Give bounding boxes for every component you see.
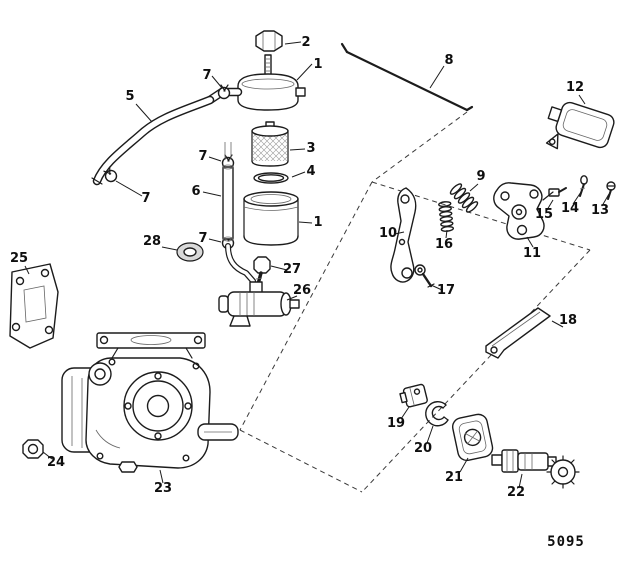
part-16-spring <box>438 201 455 232</box>
diagram-number: 5095 <box>547 534 585 550</box>
part-7-clamp-a <box>217 84 231 100</box>
callout-27: 27 <box>283 262 301 277</box>
callout-14: 14 <box>561 201 579 216</box>
part-26-solenoid <box>218 281 300 327</box>
part-22-fuel-connector <box>491 449 580 489</box>
callout-11: 11 <box>523 246 541 261</box>
callout-2: 2 <box>301 35 310 50</box>
part-28-grommet <box>176 242 204 262</box>
callout-26: 26 <box>293 283 311 298</box>
callout-9: 9 <box>476 169 485 184</box>
part-9-spring <box>449 183 479 213</box>
callout-21: 21 <box>445 470 463 485</box>
part-11-mounting-bracket <box>493 182 554 240</box>
callout-labels: 2 1 7 8 5 12 3 7 4 9 6 10 15 14 13 16 11… <box>10 35 609 500</box>
callout-7a: 7 <box>202 68 211 83</box>
callout-7d: 7 <box>141 191 150 206</box>
callout-13: 13 <box>591 203 609 218</box>
callout-25: 25 <box>10 251 28 266</box>
part-5-fuel-hose <box>91 95 215 186</box>
callout-12: 12 <box>566 80 584 95</box>
part-7-clamp-b <box>221 154 235 170</box>
part-13-screw <box>606 181 616 200</box>
leader-lines <box>24 41 610 489</box>
callout-17: 17 <box>437 283 455 298</box>
part-10-lever-bracket <box>390 187 417 283</box>
part-23-carburetor <box>61 332 239 473</box>
callout-8: 8 <box>444 53 453 68</box>
part-6-sight-tube <box>222 142 256 284</box>
callout-1a: 1 <box>313 57 322 72</box>
part-24-hex-nut <box>22 439 44 459</box>
part-1-fuel-bowl <box>243 191 299 246</box>
callout-5: 5 <box>125 89 134 104</box>
part-17-link <box>414 264 435 288</box>
callout-16: 16 <box>435 237 453 252</box>
part-19-retainer-block <box>399 383 428 408</box>
part-20-c-washer <box>425 401 449 427</box>
part-4-o-ring <box>253 172 289 184</box>
callout-23: 23 <box>154 481 172 496</box>
part-21-cover-plate <box>451 413 494 462</box>
part-3-filter-element <box>251 121 289 167</box>
part-14-screw <box>579 175 588 197</box>
callout-10: 10 <box>379 226 397 241</box>
callout-3: 3 <box>306 141 315 156</box>
callout-20: 20 <box>414 441 432 456</box>
callout-18: 18 <box>559 313 577 328</box>
part-12-coil <box>545 101 615 150</box>
callout-4: 4 <box>306 164 315 179</box>
callout-24: 24 <box>47 455 65 470</box>
callout-19: 19 <box>387 416 405 431</box>
callout-7b: 7 <box>198 149 207 164</box>
callout-28: 28 <box>143 234 161 249</box>
part-2-hex-bolt <box>255 30 283 52</box>
part-8-link-rod <box>340 42 474 112</box>
callout-1b: 1 <box>313 215 322 230</box>
callout-6: 6 <box>191 184 200 199</box>
part-18-bent-bracket <box>485 307 551 359</box>
part-25-gasket <box>9 263 59 349</box>
callout-7c: 7 <box>198 231 207 246</box>
part-1-pump-cover <box>205 54 306 111</box>
callout-15: 15 <box>535 207 553 222</box>
callout-22: 22 <box>507 485 525 500</box>
part-15-screw <box>548 187 567 197</box>
part-7-clamp-d <box>103 166 118 183</box>
